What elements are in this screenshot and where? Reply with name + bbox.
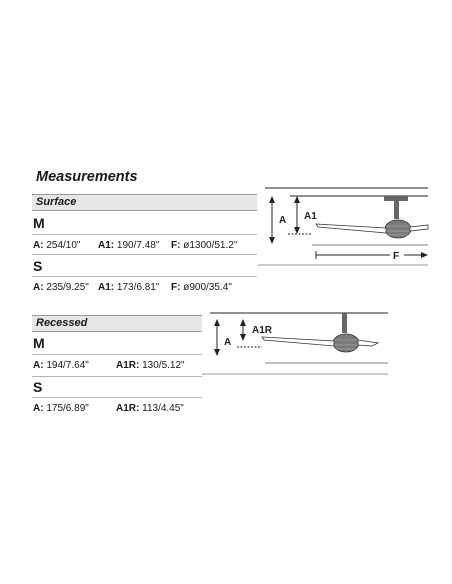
model-size-surface-m: M <box>33 215 45 231</box>
fan-motor <box>384 219 412 239</box>
divider <box>32 397 202 398</box>
fan-blade-left <box>261 336 335 347</box>
dimension-a-label: A <box>279 215 286 226</box>
fan-motor <box>332 333 360 353</box>
fan-downrod <box>342 313 347 333</box>
spec-surface-s-a1: A1: 173/6.81" <box>98 282 160 293</box>
page-title: Measurements <box>36 169 138 185</box>
fan-downrod <box>394 201 399 219</box>
spec-surface-s-a: A: 235/9.25" <box>33 282 89 293</box>
model-size-surface-s: S <box>33 258 43 274</box>
spec-surface-m-a1: A1: 190/7.48" <box>98 240 160 251</box>
divider <box>32 254 257 255</box>
fan-blade-right <box>357 339 380 347</box>
dimension-a1-label: A1 <box>304 211 317 222</box>
model-size-recessed-s: S <box>33 379 43 395</box>
dimension-a-label: A <box>224 337 231 348</box>
spec-surface-m-a: A: 254/10" <box>33 240 81 251</box>
fan-blade-right <box>409 224 429 232</box>
divider <box>32 276 257 277</box>
spec-recessed-m-a: A: 194/7.64" <box>33 360 89 371</box>
spec-recessed-s-a: A: 175/6.89" <box>33 403 89 414</box>
section-header-recessed: Recessed <box>32 315 202 332</box>
spec-recessed-s-a1r: A1R: 113/4.45" <box>116 403 184 414</box>
divider <box>32 376 202 377</box>
fan-canopy <box>384 196 408 201</box>
dimension-f-label: F <box>393 251 399 262</box>
section-header-surface: Surface <box>32 194 257 211</box>
spec-surface-s-f: F: ø900/35.4'' <box>171 282 233 293</box>
model-size-recessed-m: M <box>33 335 45 351</box>
divider <box>32 354 202 355</box>
spec-surface-m-f: F: ø1300/51.2'' <box>171 240 238 251</box>
divider <box>32 234 257 235</box>
fan-blade-left <box>315 223 387 234</box>
spec-recessed-m-a1r: A1R: 130/5.12" <box>116 360 185 371</box>
dimension-a1r-label: A1R <box>252 325 273 336</box>
